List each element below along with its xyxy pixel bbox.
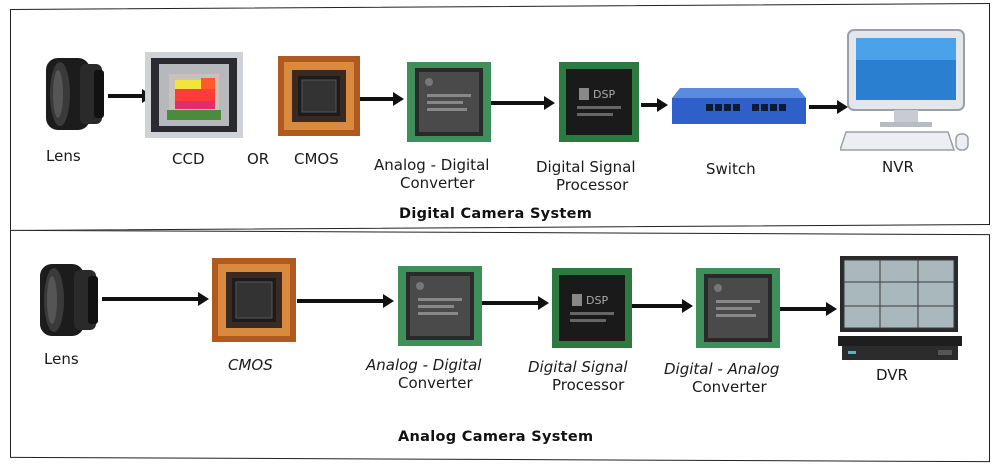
adc-chip-image-analog bbox=[398, 266, 482, 346]
adc-chip-image bbox=[407, 62, 491, 142]
label-dsp-line1-analog: Digital Signal bbox=[528, 358, 628, 376]
cmos-sensor-image-analog bbox=[212, 258, 296, 342]
label-lens-analog: Lens bbox=[44, 350, 79, 368]
label-adc-line1: Analog - Digital bbox=[374, 156, 490, 174]
arrow-dac-dvr-analog bbox=[780, 302, 837, 316]
arrow-dsp-dac-analog bbox=[632, 299, 693, 313]
dsp-chip-image-analog: DSP bbox=[552, 268, 632, 348]
dsp-mark-text-analog: DSP bbox=[586, 294, 608, 307]
label-dsp-line2: Processor bbox=[556, 176, 629, 194]
dsp-mark-text: DSP bbox=[593, 88, 615, 101]
arrow-cmos-adc-analog bbox=[297, 294, 394, 308]
label-or: OR bbox=[247, 150, 270, 168]
label-adc-line2: Converter bbox=[400, 174, 475, 192]
label-dsp-line2-analog: Processor bbox=[552, 376, 625, 394]
cmos-sensor-image bbox=[278, 56, 360, 136]
arrow-lens-cmos-analog bbox=[102, 292, 209, 306]
label-ccd: CCD bbox=[172, 150, 205, 168]
label-switch: Switch bbox=[706, 160, 756, 178]
arrow-adc-dsp-analog bbox=[482, 296, 549, 310]
digital-system-title: Digital Camera System bbox=[399, 206, 593, 222]
arrow-dsp-switch bbox=[641, 98, 668, 112]
network-switch-image bbox=[670, 84, 808, 128]
label-dvr: DVR bbox=[876, 366, 908, 384]
label-cmos-analog: CMOS bbox=[228, 356, 273, 374]
label-dac-line1-analog: Digital - Analog bbox=[664, 360, 780, 378]
label-lens: Lens bbox=[46, 147, 81, 165]
arrow-cmos-adc bbox=[360, 92, 404, 106]
label-adc-line2-analog: Converter bbox=[398, 374, 473, 392]
label-dac-line2-analog: Converter bbox=[692, 378, 767, 396]
arrow-lens-ccd bbox=[108, 89, 153, 103]
arrow-adc-dsp bbox=[491, 96, 555, 110]
label-cmos: CMOS bbox=[294, 150, 339, 168]
arrow-switch-nvr bbox=[809, 100, 848, 114]
dvr-image bbox=[838, 256, 962, 362]
ccd-sensor-image bbox=[145, 52, 243, 138]
label-adc-line1-analog: Analog - Digital bbox=[366, 356, 482, 374]
lens-image-analog bbox=[34, 258, 102, 342]
dsp-chip-image: DSP bbox=[559, 62, 639, 142]
analog-system-title: Analog Camera System bbox=[398, 429, 594, 445]
nvr-computer-image bbox=[840, 28, 972, 154]
dac-chip-image-analog bbox=[696, 268, 780, 348]
label-nvr: NVR bbox=[882, 158, 914, 176]
lens-image bbox=[40, 52, 108, 136]
label-dsp-line1: Digital Signal bbox=[536, 158, 636, 176]
